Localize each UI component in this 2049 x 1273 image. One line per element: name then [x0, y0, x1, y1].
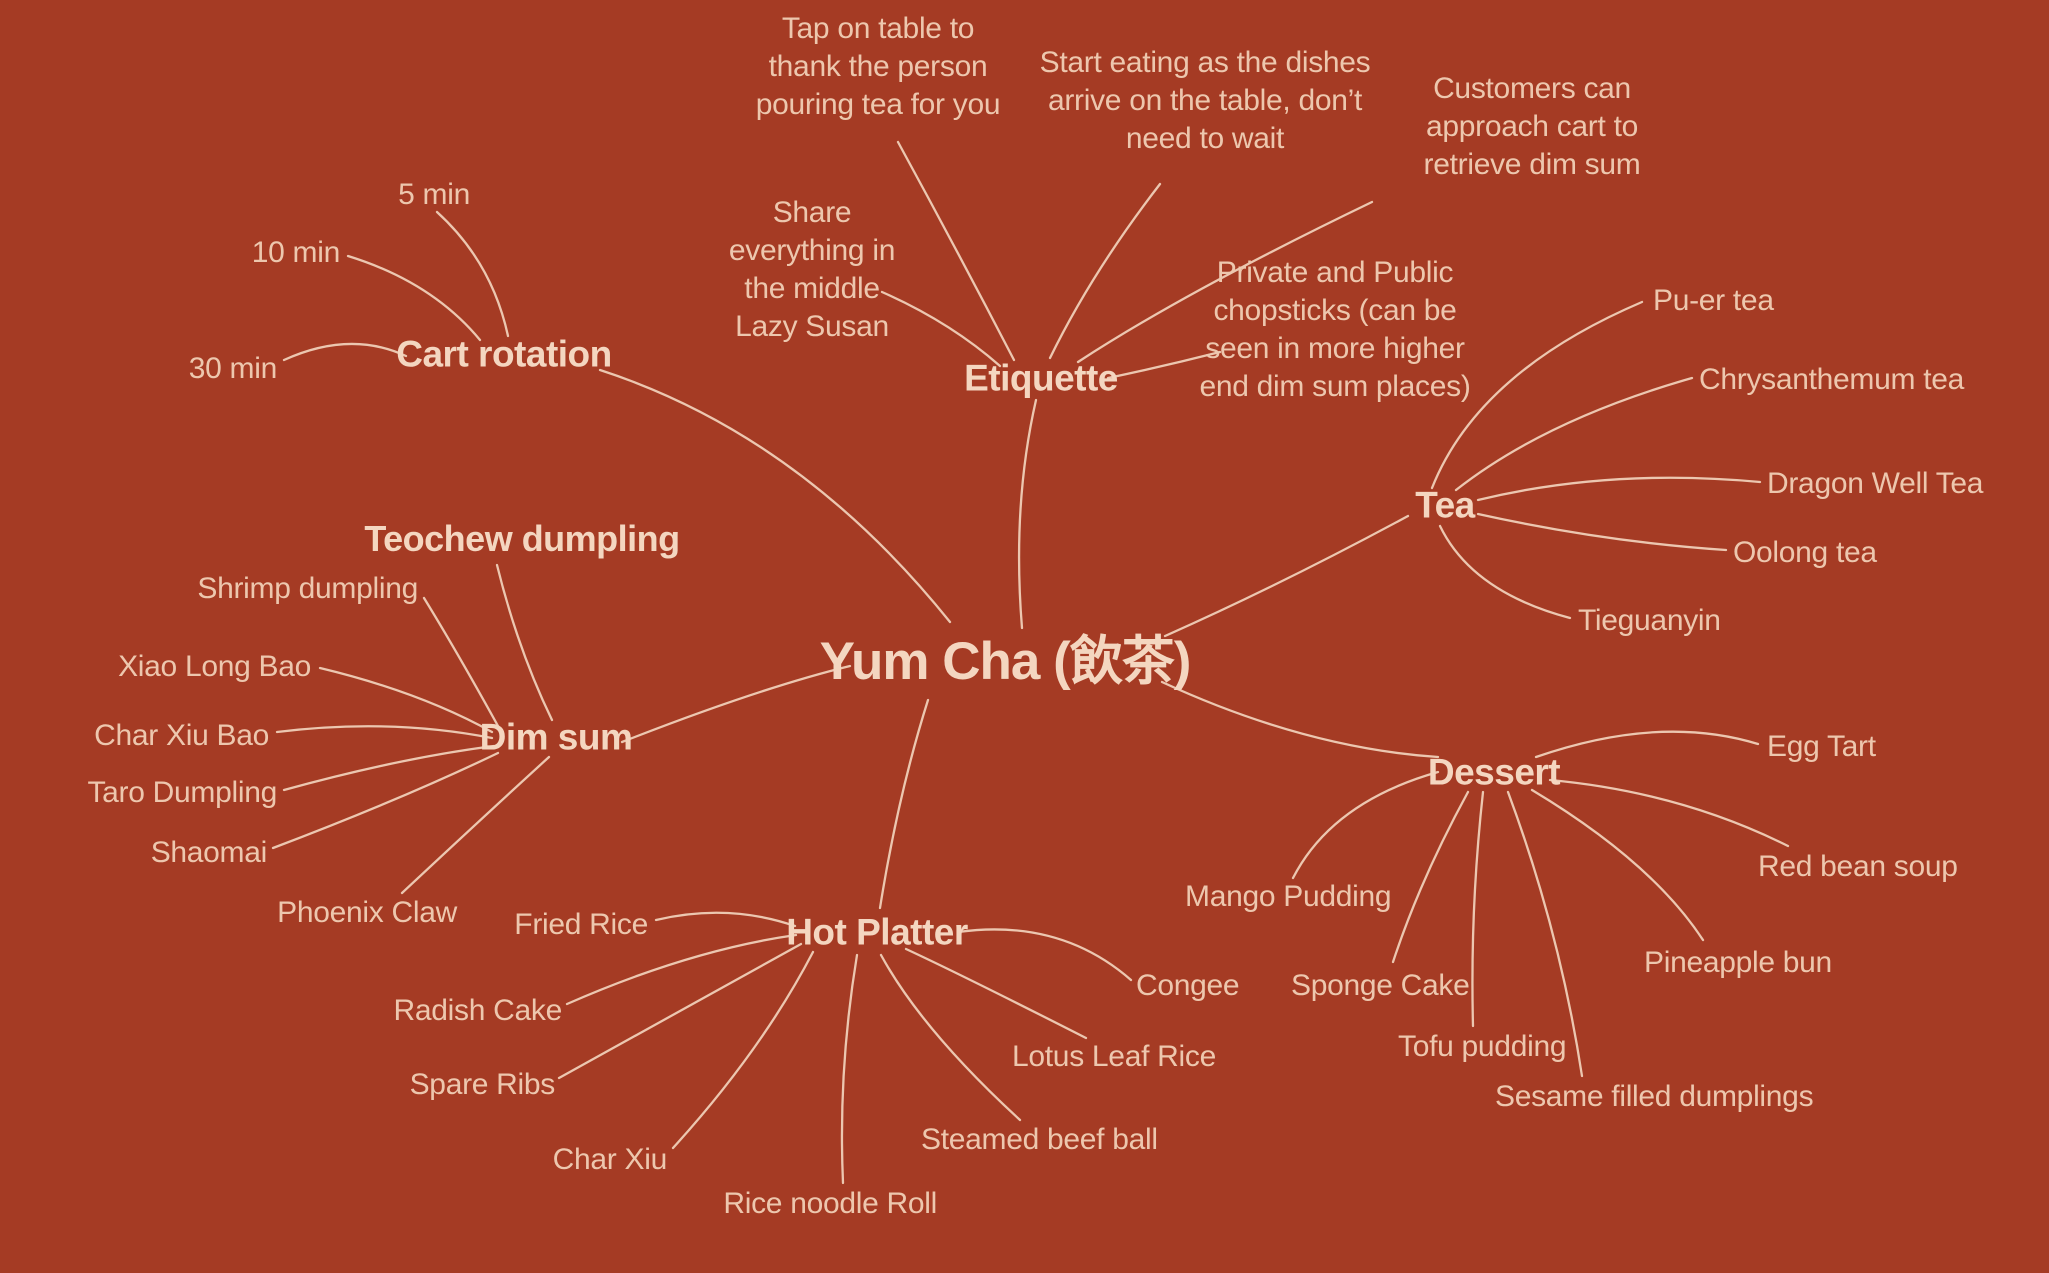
connector-line: [1017, 398, 1038, 630]
node-xiao-long-bao[interactable]: Xiao Long Bao: [118, 650, 311, 683]
node-note-start-eating[interactable]: Start eating as the dishes arrive on the…: [1039, 46, 1371, 155]
node-tieguanyin[interactable]: Tieguanyin: [1578, 604, 1721, 637]
node-chrysanthemum-tea[interactable]: Chrysanthemum tea: [1699, 363, 1965, 396]
connector-line: [879, 953, 1022, 1122]
node-root-yum-cha[interactable]: Yum Cha (飲茶): [819, 631, 1192, 691]
connector-line: [671, 950, 815, 1150]
connector-line: [282, 342, 408, 362]
node-sesame-filled-dumplings[interactable]: Sesame filled dumplings: [1495, 1080, 1814, 1113]
connector-line: [495, 563, 554, 722]
connector-line: [318, 666, 494, 734]
node-shrimp-dumpling[interactable]: Shrimp dumpling: [197, 572, 418, 605]
node-sponge-cake[interactable]: Sponge Cake: [1291, 969, 1470, 1002]
node-note-customers-cart[interactable]: Customers can approach cart to retrieve …: [1423, 72, 1641, 181]
node-tea[interactable]: Tea: [1415, 484, 1475, 526]
connector-line: [282, 744, 496, 792]
node-pineapple-bun[interactable]: Pineapple bun: [1644, 946, 1832, 979]
connector-line: [1476, 476, 1762, 502]
node-note-tap-on-table[interactable]: Tap on table to thank the person pouring…: [755, 12, 1001, 121]
connector-line: [1454, 376, 1694, 492]
node-dessert[interactable]: Dessert: [1427, 751, 1561, 793]
node-shaomai[interactable]: Shaomai: [150, 836, 268, 869]
connector-line: [1530, 788, 1705, 942]
node-30-min[interactable]: 30 min: [188, 352, 278, 385]
connector-line: [1548, 778, 1790, 848]
connector-line: [598, 368, 952, 624]
connector-line: [880, 290, 1002, 368]
node-spare-ribs[interactable]: Spare Ribs: [409, 1068, 556, 1101]
connector-line: [896, 140, 1016, 362]
connector-line: [1471, 790, 1485, 1028]
node-rice-noodle-roll[interactable]: Rice noodle Roll: [723, 1187, 937, 1220]
connector-line: [271, 751, 500, 850]
node-10-min[interactable]: 10 min: [251, 236, 341, 269]
node-steamed-beef-ball[interactable]: Steamed beef ball: [921, 1123, 1158, 1156]
connector-line: [840, 953, 859, 1185]
connector-line: [435, 210, 510, 338]
connector-line: [878, 698, 930, 910]
node-radish-cake[interactable]: Radish Cake: [393, 994, 563, 1027]
node-pu-er-tea[interactable]: Pu-er tea: [1653, 284, 1774, 317]
connector-line: [346, 254, 482, 342]
connector-line: [1438, 524, 1572, 620]
connector-line: [1076, 200, 1374, 364]
connector-line: [1506, 790, 1584, 1078]
node-lotus-leaf-rice[interactable]: Lotus Leaf Rice: [1012, 1040, 1216, 1073]
node-oolong-tea[interactable]: Oolong tea: [1733, 536, 1877, 569]
node-etiquette[interactable]: Etiquette: [964, 357, 1118, 399]
connector-line: [1048, 182, 1162, 360]
connector-line: [1391, 790, 1470, 964]
connector-line: [1106, 350, 1222, 380]
node-5-min[interactable]: 5 min: [398, 178, 470, 211]
node-fried-rice[interactable]: Fried Rice: [514, 908, 648, 941]
connector-line: [557, 942, 803, 1080]
node-taro-dumpling[interactable]: Taro Dumpling: [87, 776, 277, 809]
node-teochew-dumpling[interactable]: Teochew dumpling: [364, 518, 680, 560]
node-mango-pudding[interactable]: Mango Pudding: [1185, 880, 1392, 913]
node-congee[interactable]: Congee: [1136, 969, 1240, 1002]
node-dragon-well-tea[interactable]: Dragon Well Tea: [1767, 467, 1984, 500]
node-note-private-chopsticks[interactable]: Private and Public chopsticks (can be se…: [1199, 256, 1471, 403]
connector-line: [422, 596, 500, 728]
connector-line: [654, 911, 797, 928]
connector-line: [275, 725, 494, 740]
connector-line: [1476, 512, 1728, 552]
connector-line: [1160, 680, 1440, 759]
connector-line: [956, 928, 1133, 982]
node-char-xiu-bao[interactable]: Char Xiu Bao: [94, 719, 269, 752]
node-cart-rotation[interactable]: Cart rotation: [396, 333, 612, 375]
node-red-bean-soup[interactable]: Red bean soup: [1758, 850, 1958, 883]
connector-line: [904, 947, 1088, 1040]
node-tofu-pudding[interactable]: Tofu pudding: [1398, 1030, 1567, 1063]
connector-line: [1291, 770, 1440, 880]
node-phoenix-claw[interactable]: Phoenix Claw: [277, 896, 457, 929]
node-egg-tart[interactable]: Egg Tart: [1767, 730, 1876, 763]
node-hot-platter[interactable]: Hot Platter: [786, 911, 968, 953]
connector-line: [620, 664, 852, 744]
connector-line: [1534, 730, 1760, 759]
connector-line: [565, 933, 798, 1006]
node-note-share-everything[interactable]: Share everything in the middle Lazy Susa…: [728, 196, 896, 343]
connector-line: [1163, 514, 1410, 638]
node-dim-sum[interactable]: Dim sum: [479, 716, 633, 758]
node-char-xiu[interactable]: Char Xiu: [552, 1143, 668, 1176]
connector-line: [400, 755, 551, 895]
connector-line: [1430, 300, 1644, 490]
